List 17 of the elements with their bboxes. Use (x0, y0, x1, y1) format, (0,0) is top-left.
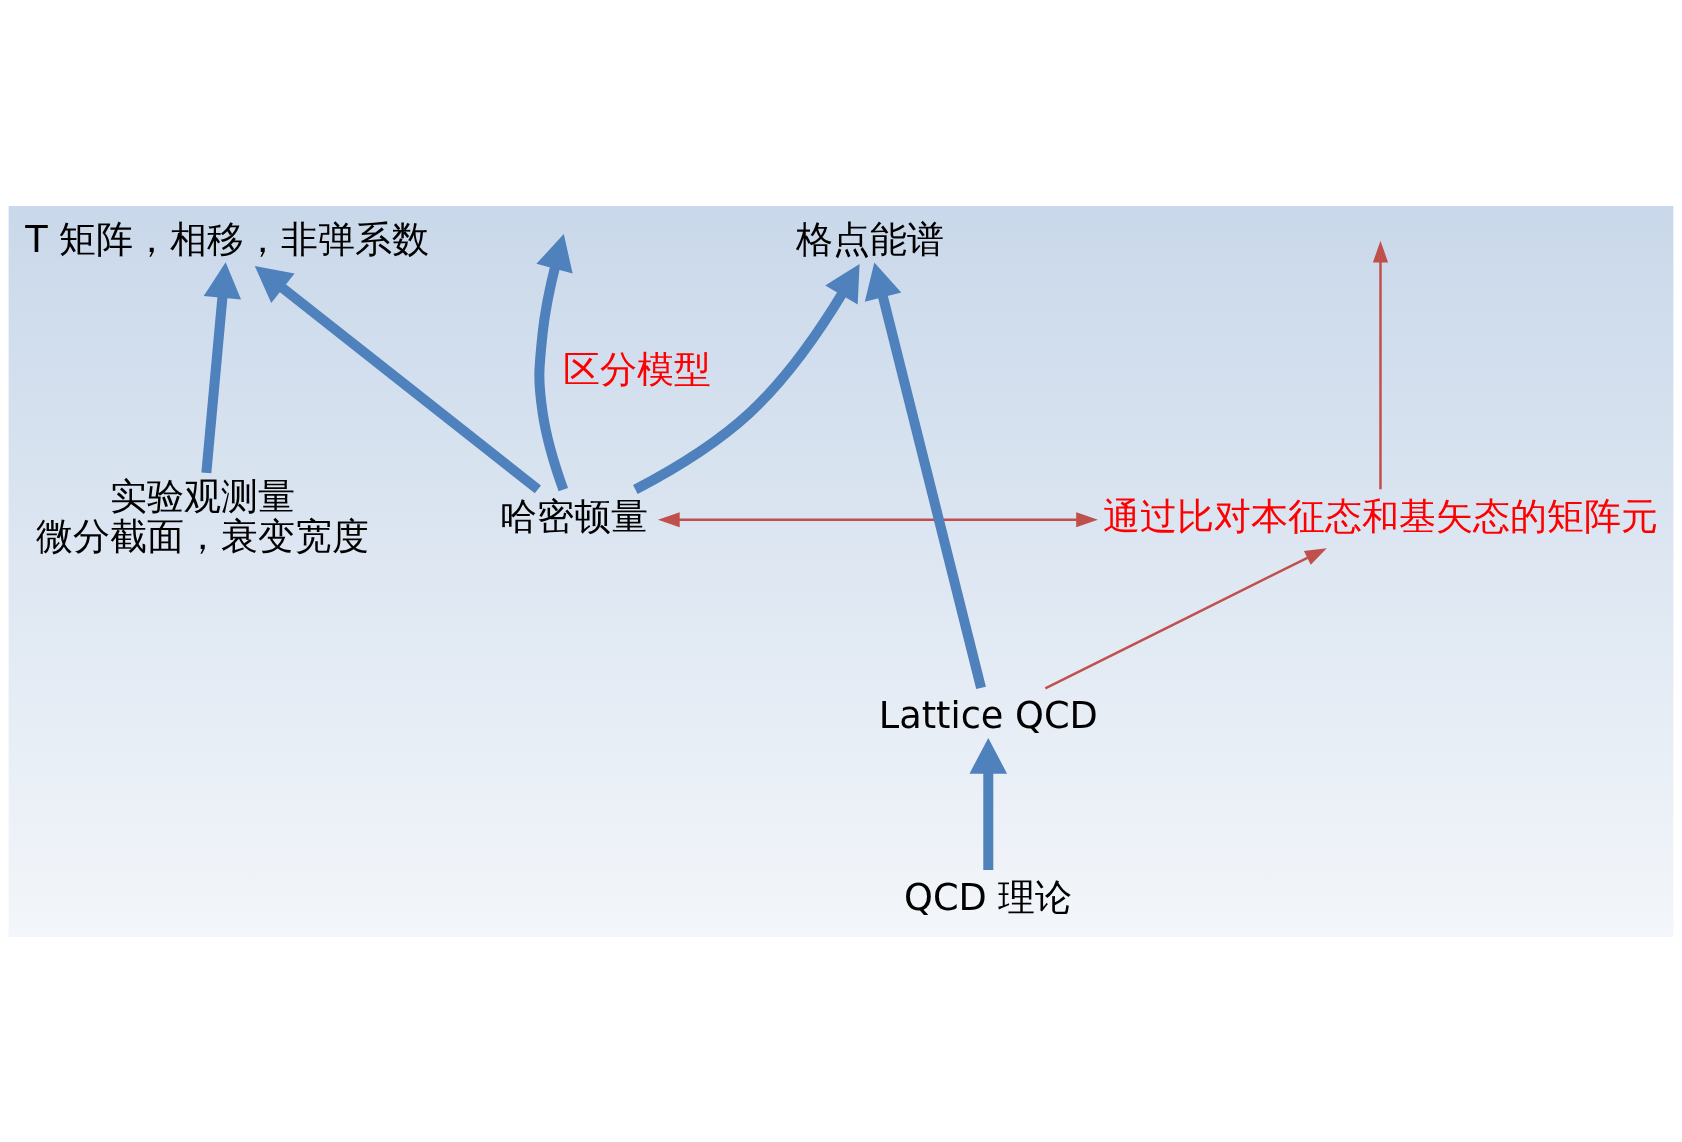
node-text: Lattice QCD (878, 693, 1098, 737)
node-text: 实验观测量 微分截面，衰变宽度 (35, 474, 369, 558)
arrow (534, 233, 573, 491)
node-text: 哈密顿量 (500, 494, 649, 538)
arrow (201, 261, 242, 473)
arrow (658, 511, 1098, 527)
edge-label: 区分模型 (562, 347, 711, 391)
arrow (254, 265, 541, 493)
arrow (969, 737, 1008, 870)
node-text: 通过比对本征态和基矢态的矩阵元 (1102, 494, 1658, 538)
arrow (633, 263, 860, 494)
arrow (1372, 240, 1389, 489)
arrow (864, 261, 986, 689)
arrow (1044, 547, 1327, 689)
node-text: QCD 理论 (904, 875, 1073, 919)
node-text: T 矩阵，相移，非弹系数 (25, 217, 430, 261)
node-text: 格点能谱 (795, 217, 944, 261)
